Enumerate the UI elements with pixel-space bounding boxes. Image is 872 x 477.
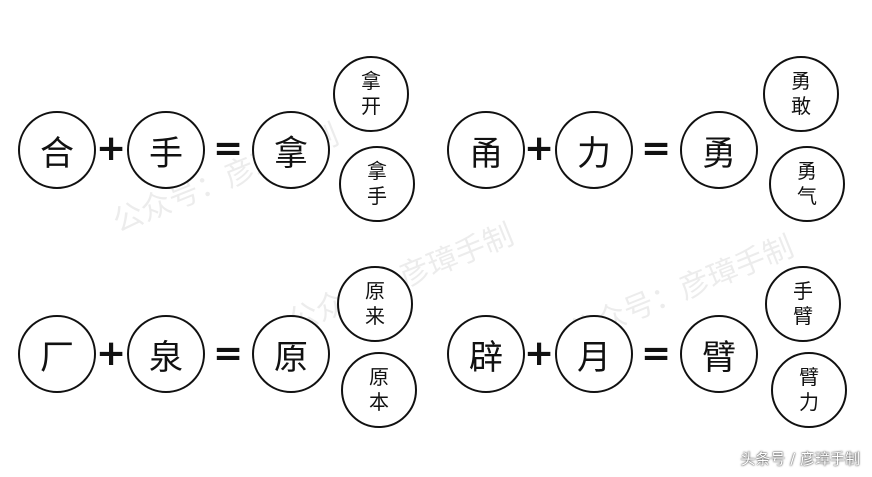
word-char: 臂: [799, 365, 819, 389]
word-char: 手: [367, 184, 387, 208]
word-circle: 勇 敢: [763, 56, 839, 132]
component-char: 力: [577, 133, 611, 174]
result-circle: 原: [252, 315, 330, 393]
word-circle: 勇 气: [769, 146, 845, 222]
component-circle: 甬: [447, 111, 525, 189]
word-char: 开: [361, 94, 381, 118]
result-circle: 拿: [252, 111, 330, 189]
component-circle: 力: [555, 111, 633, 189]
word-char: 来: [365, 304, 385, 328]
word-circle: 臂 力: [771, 352, 847, 428]
word-char: 敢: [791, 94, 811, 118]
equals-sign: =: [213, 333, 244, 374]
component-char: 辟: [469, 337, 503, 378]
credit-label: 头条号 / 彦璋手制: [740, 450, 860, 468]
component-circle: 泉: [127, 315, 205, 393]
word-char: 勇: [797, 159, 817, 183]
word-char: 臂: [793, 304, 813, 328]
result-circle: 臂: [680, 315, 758, 393]
word-circle: 原 来: [337, 266, 413, 342]
word-char: 原: [369, 365, 389, 389]
word-char: 气: [797, 184, 817, 208]
component-circle: 月: [555, 315, 633, 393]
word-char: 拿: [367, 159, 387, 183]
component-char: 厂: [40, 337, 74, 378]
result-char: 拿: [274, 133, 308, 174]
plus-sign: +: [524, 128, 555, 169]
word-char: 本: [369, 390, 389, 414]
word-circle: 手 臂: [765, 266, 841, 342]
equals-sign: =: [641, 128, 672, 169]
equals-sign: =: [213, 128, 244, 169]
component-circle: 合: [18, 111, 96, 189]
result-char: 勇: [702, 133, 736, 174]
word-circle: 原 本: [341, 352, 417, 428]
word-char: 勇: [791, 69, 811, 93]
component-char: 月: [577, 337, 611, 378]
word-circle: 拿 开: [333, 56, 409, 132]
plus-sign: +: [96, 128, 127, 169]
equals-sign: =: [641, 333, 672, 374]
component-circle: 辟: [447, 315, 525, 393]
component-char: 手: [149, 133, 183, 174]
component-char: 合: [40, 133, 74, 174]
component-circle: 厂: [18, 315, 96, 393]
word-char: 手: [793, 279, 813, 303]
component-char: 泉: [149, 337, 183, 378]
word-char: 力: [799, 390, 819, 414]
word-char: 拿: [361, 69, 381, 93]
plus-sign: +: [96, 333, 127, 374]
result-char: 臂: [702, 337, 736, 378]
plus-sign: +: [524, 333, 555, 374]
component-circle: 手: [127, 111, 205, 189]
result-char: 原: [274, 337, 308, 378]
result-circle: 勇: [680, 111, 758, 189]
component-char: 甬: [469, 133, 503, 174]
word-circle: 拿 手: [339, 146, 415, 222]
word-char: 原: [365, 279, 385, 303]
